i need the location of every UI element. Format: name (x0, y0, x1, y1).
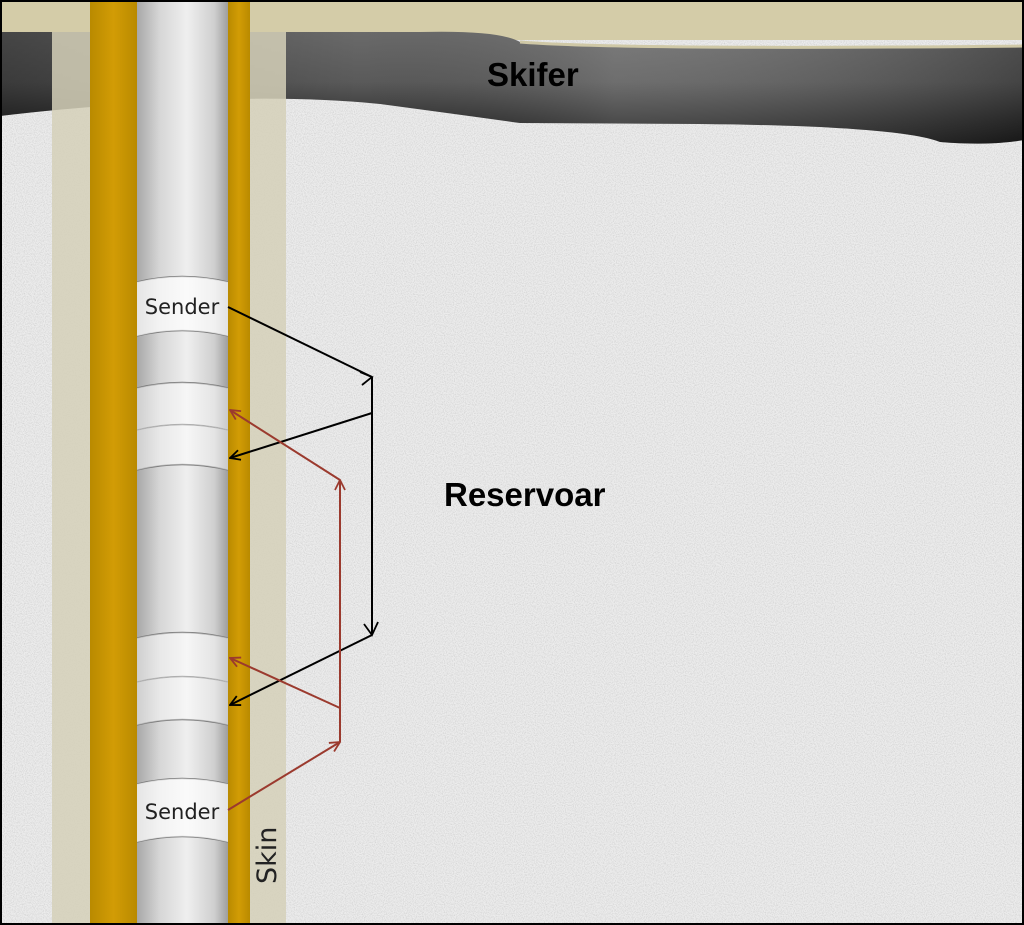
logging-tool (137, 0, 228, 925)
ray-black-tick-bottom (363, 621, 379, 637)
ray-black-source (227, 306, 373, 378)
label-sender-upper: Sender (145, 295, 220, 319)
label-cap-rock: Skifer (487, 56, 579, 93)
ray-path-red (227, 410, 341, 811)
skin-zone-left (52, 32, 90, 925)
label-sender-lower: Sender (145, 800, 220, 824)
casing-left (90, 0, 137, 925)
tool-sender-bands (137, 276, 228, 842)
label-skin: Skin (252, 827, 283, 884)
tool-receiver-bands (137, 382, 228, 725)
ray-black-return-upper (230, 412, 373, 458)
ray-red-source (227, 742, 340, 811)
ray-red-return-lower (230, 658, 341, 709)
ray-red-return-upper (230, 410, 341, 481)
ray-black-return-lower (230, 634, 373, 705)
casing-right (228, 0, 250, 925)
ray-path-black (227, 306, 373, 705)
label-reservoir: Reservoar (444, 476, 606, 513)
ray-black-tick-top (359, 371, 374, 386)
skin-zone-right (250, 32, 286, 925)
shale-top-highlight (519, 40, 1024, 49)
